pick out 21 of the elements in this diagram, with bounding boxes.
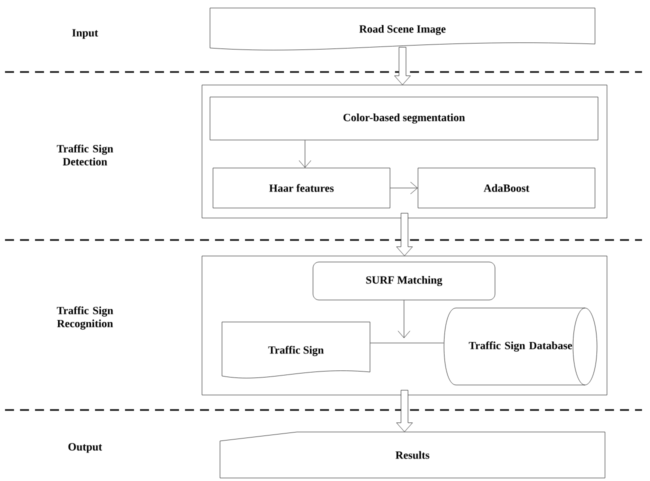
process-box: Haar features: [212, 168, 390, 208]
database-cylinder: Traffic Sign Database: [444, 308, 598, 386]
arrow: [390, 182, 418, 194]
stage-label: Output: [68, 443, 102, 453]
stage-label: Traffic Sign Recognition: [56, 306, 114, 330]
hollow-arrow: [396, 213, 413, 256]
rounded-box: SURF Matching: [312, 262, 496, 300]
process-box: Color-based segmentation: [210, 96, 598, 140]
arrow: [298, 140, 312, 168]
document-box: Traffic Sign: [222, 322, 370, 378]
document-box: Road Scene Image: [210, 8, 596, 50]
hollow-arrow: [394, 47, 411, 85]
group-box: [202, 256, 608, 396]
connector-line: [370, 342, 444, 344]
stage-label: Traffic Sign Detection: [56, 144, 114, 166]
arrow: [398, 300, 410, 338]
stage-label: Input: [72, 29, 98, 39]
group-box: [202, 84, 608, 218]
process-box: AdaBoost: [418, 168, 596, 208]
input-box: Results: [220, 432, 606, 478]
hollow-arrow: [396, 390, 413, 432]
